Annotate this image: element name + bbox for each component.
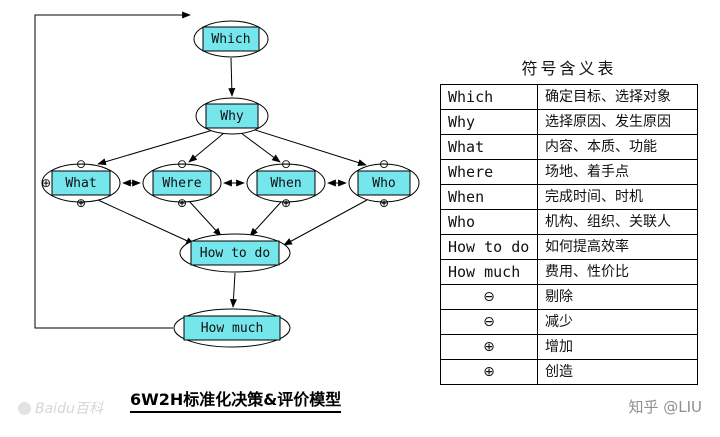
legend-term: Why	[440, 109, 538, 135]
watermark-zhihu: 知乎 @LIU	[628, 398, 702, 416]
plus-symbol: ⊕	[379, 196, 389, 210]
edge-why-where	[188, 132, 225, 163]
edge-howtodo-howmuch	[229, 272, 237, 308]
minus-symbol: ⊖	[177, 157, 187, 171]
node-where: Where	[142, 163, 222, 203]
legend-meaning: 创造	[537, 359, 698, 385]
node-how-much-label: How much	[201, 321, 264, 336]
node-what: What	[41, 163, 121, 203]
legend-meaning: 场地、着手点	[537, 159, 698, 185]
minus-symbol: ⊖	[379, 157, 389, 171]
watermark-baidu: Baidu百科	[18, 398, 103, 418]
baidu-logo-icon	[18, 402, 31, 415]
plus-symbol: ⊕	[281, 196, 291, 210]
legend-symbol-minus: ⊖	[440, 284, 538, 310]
legend-title: 符号含义表	[521, 59, 617, 78]
legend-term: Who	[440, 209, 538, 235]
legend-meaning: 确定目标、选择对象	[537, 84, 698, 110]
legend-meaning: 减少	[537, 309, 698, 335]
legend-meaning: 选择原因、发生原因	[537, 109, 698, 135]
legend-term: What	[440, 134, 538, 160]
legend-symbol-plus: ⊕	[440, 359, 538, 385]
legend-meaning: 如何提高效率	[537, 234, 698, 260]
flowchart: Which Why What Where When Who	[34, 11, 420, 348]
legend-symbol-plus: ⊕	[440, 334, 538, 360]
node-when-label: When	[270, 176, 301, 191]
minus-symbol: ⊖	[76, 157, 86, 171]
minus-symbol: ⊖	[281, 157, 291, 171]
legend-term: Which	[440, 84, 538, 110]
legend-row: ⊕ 创造	[440, 359, 698, 385]
node-which-label: Which	[211, 32, 250, 47]
edge-why-what	[97, 129, 214, 166]
legend-row: What 内容、本质、功能	[440, 134, 698, 160]
node-how-to-do-label: How to do	[200, 246, 270, 261]
legend-term: Where	[440, 159, 538, 185]
legend-meaning: 剔除	[537, 284, 698, 310]
node-how-much: How much	[173, 308, 291, 348]
edge-where-howtodo	[188, 200, 222, 237]
legend-row: Where 场地、着手点	[440, 159, 698, 185]
legend-row: When 完成时间、时机	[440, 184, 698, 210]
edge-what-howtodo	[97, 199, 195, 245]
legend-symbol-minus: ⊖	[440, 309, 538, 335]
legend-meaning: 增加	[537, 334, 698, 360]
edge-who-howtodo	[283, 199, 368, 246]
edge-why-when	[240, 132, 281, 163]
node-why-label: Why	[220, 109, 244, 124]
diagram-caption: 6W2H标准化决策&评价模型	[130, 386, 342, 413]
legend-row: Which 确定目标、选择对象	[440, 84, 698, 110]
legend-meaning: 完成时间、时机	[537, 184, 698, 210]
legend-row: ⊕ 增加	[440, 334, 698, 360]
node-who-label: Who	[372, 176, 395, 191]
node-why: Why	[195, 97, 269, 135]
plus-symbol: ⊕	[76, 196, 86, 210]
node-where-label: Where	[162, 176, 201, 191]
plus-symbol: ⊕	[177, 196, 187, 210]
legend-meaning: 内容、本质、功能	[537, 134, 698, 160]
node-when: When	[246, 163, 326, 203]
legend-row: Who 机构、组织、关联人	[440, 209, 698, 235]
edge-when-howtodo	[249, 201, 282, 237]
watermark-baidu-text: Baidu百科	[35, 401, 103, 417]
legend-term: When	[440, 184, 538, 210]
legend-row: Why 选择原因、发生原因	[440, 109, 698, 135]
flow-edges	[34, 11, 368, 329]
plus-symbol: ⊕	[41, 176, 51, 190]
edge-which-why	[228, 57, 236, 97]
legend-row: How to do 如何提高效率	[440, 234, 698, 260]
node-who: Who	[348, 163, 420, 203]
node-what-label: What	[65, 176, 96, 191]
edge-feedback-howmuch-which	[34, 11, 191, 329]
legend-row: ⊖ 减少	[440, 309, 698, 335]
node-how-to-do: How to do	[179, 233, 291, 273]
edge-why-who	[251, 128, 367, 166]
node-which: Which	[193, 20, 269, 58]
ecrs-symbols: ⊖ ⊕ ⊕ ⊖ ⊕ ⊖ ⊕ ⊖ ⊕	[41, 157, 389, 210]
legend-table: Which 确定目标、选择对象 Why 选择原因、发生原因 What 内容、本质…	[440, 84, 698, 385]
legend-row: ⊖ 剔除	[440, 284, 698, 310]
legend-meaning: 费用、性价比	[537, 259, 698, 285]
legend-term: How to do	[440, 234, 538, 260]
legend-row: How much 费用、性价比	[440, 259, 698, 285]
legend-meaning: 机构、组织、关联人	[537, 209, 698, 235]
legend-term: How much	[440, 259, 538, 285]
